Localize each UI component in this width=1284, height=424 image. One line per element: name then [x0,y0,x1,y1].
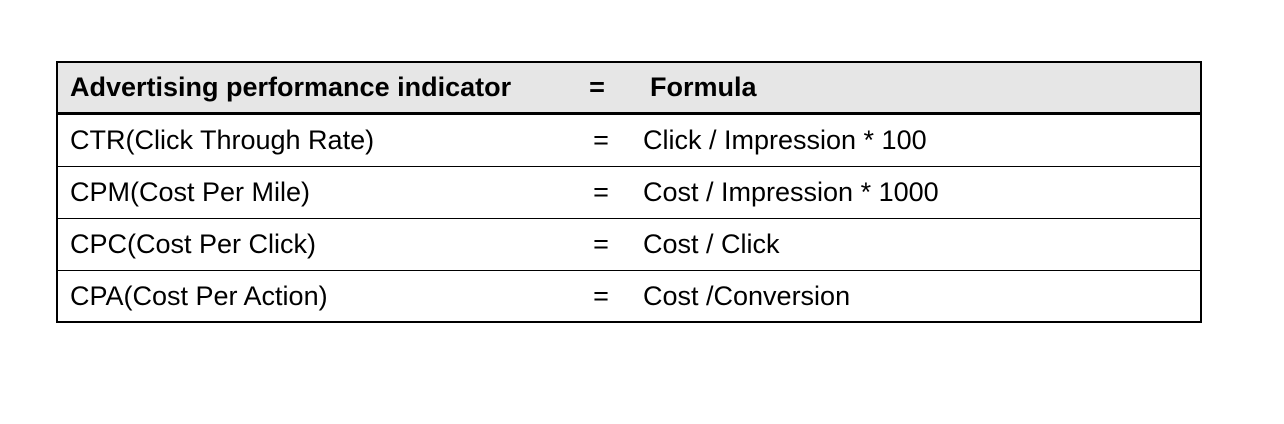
row-indicator: CTR(Click Through Rate) [70,125,375,155]
row-equals: = [593,125,609,155]
table-row: CPC(Cost Per Click) = Cost / Click [58,219,1200,271]
table-header-row: Advertising performance indicator = Form… [58,63,1200,115]
row-formula: Cost /Conversion [643,280,851,311]
row-equals: = [593,229,609,259]
row-indicator: CPC(Cost Per Click) [70,229,317,259]
table-row: CPM(Cost Per Mile) = Cost / Impression *… [58,167,1200,219]
row-equals: = [593,177,609,207]
table-row: CTR(Click Through Rate) = Click / Impres… [58,115,1200,167]
row-indicator: CPM(Cost Per Mile) [70,177,311,207]
row-formula: Click / Impression * 100 [643,125,927,155]
header-indicator: Advertising performance indicator [70,72,512,102]
header-formula: Formula [650,72,757,102]
row-indicator: CPA(Cost Per Action) [70,280,328,311]
row-formula: Cost / Click [643,229,780,259]
header-equals: = [589,72,605,102]
row-equals: = [593,280,609,311]
row-formula: Cost / Impression * 1000 [643,177,939,207]
kpi-formula-table: Advertising performance indicator = Form… [56,61,1202,323]
table-row: CPA(Cost Per Action) = Cost /Conversion [58,271,1200,321]
